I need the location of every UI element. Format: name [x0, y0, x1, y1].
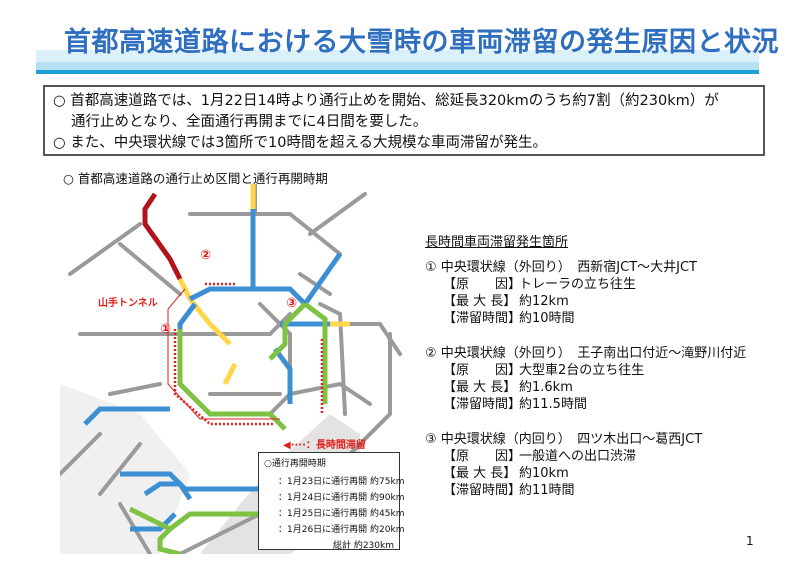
yamate-tunnel-label: 山手トンネル	[98, 298, 158, 309]
title-band	[36, 50, 759, 62]
incident-length: 約1.6km	[519, 380, 573, 395]
long-stay-legend: ◀····：長時間滞留	[283, 440, 366, 451]
incident-heading: 長時間車両滞留発生箇所	[425, 235, 569, 250]
incident-item: ③ 中央環状線（内回り） 四ツ木出口～葛西JCT 【原 因】一般道への出口渋滞 …	[425, 431, 746, 499]
legend-total: 総計 約230km	[332, 541, 394, 551]
incident-list: 長時間車両滞留発生箇所 ① 中央環状線（外回り） 西新宿JCT～大井JCT 【原…	[425, 234, 746, 517]
incident-cause: 一般道への出口渋滞	[519, 449, 637, 464]
legend-title: ○通行再開時期	[264, 459, 326, 469]
title-band	[36, 62, 759, 70]
legend-row-jan24: ：1月24日に通行再開 約90km	[278, 492, 405, 503]
reopening-legend: ○通行再開時期 ：1月23日に通行再開 約75km ：1月24日に通行再開 約9…	[258, 452, 405, 551]
summary-item: ○ また、中央環状線では3箇所で10時間を超える大規模な車両滞留が発生。	[53, 135, 548, 151]
title-underline	[36, 70, 759, 74]
summary-item: ○ 首都高速道路では、1月22日14時より通行止めを開始、総延長320kmのうち…	[53, 93, 719, 109]
incident-length: 約10km	[519, 466, 569, 481]
incident-item: ① 中央環状線（外回り） 西新宿JCT～大井JCT 【原 因】トレーラの立ち往生…	[425, 259, 746, 327]
marker-2: ②	[200, 248, 212, 263]
page-title: 首都高速道路における大雪時の車両滞留の発生原因と状況	[64, 27, 779, 58]
bullet-icon: ○	[53, 135, 66, 151]
marker-1: ①	[160, 322, 172, 337]
page-number: 1	[746, 534, 754, 548]
marker-3: ③	[286, 296, 298, 311]
incident-duration: 約10時間	[519, 311, 575, 326]
map-heading: ○ 首都高速道路の通行止め区間と通行再開時期	[63, 171, 328, 186]
incident-duration: 約11.5時間	[519, 397, 587, 412]
incident-cause: 大型車2台の立ち往生	[519, 363, 645, 378]
incident-item: ② 中央環状線（外回り） 王子南出口付近～滝野川付近 【原 因】大型車2台の立ち…	[425, 346, 747, 412]
summary-item-continued: 通行止めとなり、全面通行再開までに4日間を要した。	[71, 114, 428, 130]
incident-cause: トレーラの立ち往生	[519, 277, 637, 292]
legend-row-jan26: ：1月26日に通行再開 約20km	[278, 524, 405, 535]
incident-route: ② 中央環状線（外回り） 王子南出口付近～滝野川付近	[425, 346, 747, 361]
summary-box: ○ 首都高速道路では、1月22日14時より通行止めを開始、総延長320kmのうち…	[43, 85, 765, 156]
legend-row-jan25: ：1月25日に通行再開 約45km	[278, 508, 405, 519]
legend-row-jan23: ：1月23日に通行再開 約75km	[278, 476, 405, 487]
incident-route: ① 中央環状線（外回り） 西新宿JCT～大井JCT	[425, 260, 697, 275]
incident-duration: 約11時間	[519, 483, 575, 498]
incident-route: ③ 中央環状線（内回り） 四ツ木出口～葛西JCT	[425, 432, 703, 447]
incident-length: 約12km	[519, 294, 569, 309]
bullet-icon: ○	[53, 93, 66, 109]
